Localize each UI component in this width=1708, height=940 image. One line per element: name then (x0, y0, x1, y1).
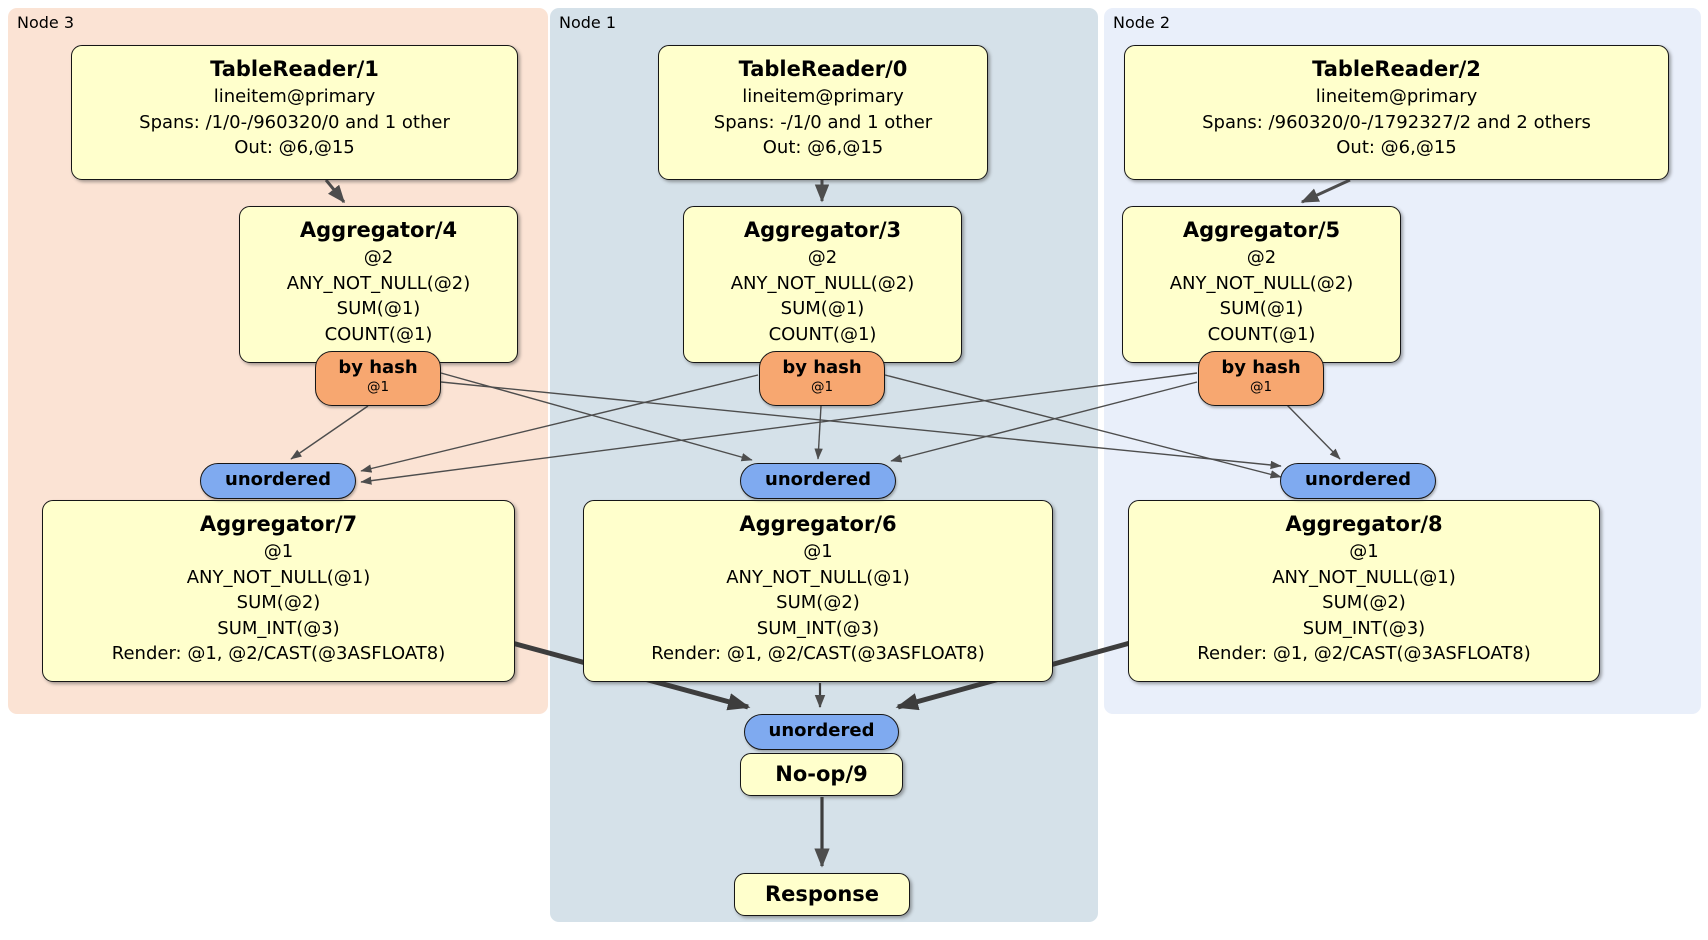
processor-detail: Spans: -/1/0 and 1 other (713, 111, 933, 133)
processor-detail: ANY_NOT_NULL(@1) (726, 566, 910, 588)
processor-response: Response (734, 873, 910, 916)
sync-label: unordered (768, 720, 875, 741)
processor-detail: SUM(@1) (1219, 298, 1304, 319)
processor-detail: lineitem@primary (742, 86, 904, 107)
processor-detail: Out: @6,@15 (1336, 137, 1457, 158)
processor-tablereader-0: TableReader/0 lineitem@primary Spans: -/… (658, 45, 988, 180)
processor-detail: @2 (1246, 247, 1277, 268)
processor-title: Aggregator/6 (739, 512, 897, 536)
processor-title: Aggregator/3 (743, 218, 902, 242)
router-key: @1 (1249, 379, 1273, 395)
processor-detail: SUM_INT(@3) (217, 617, 340, 639)
processor-title: Aggregator/5 (1182, 218, 1341, 242)
processor-title: Aggregator/4 (299, 218, 458, 242)
processor-detail: lineitem@primary (1315, 86, 1478, 107)
processor-tablereader-2: TableReader/2 lineitem@primary Spans: /9… (1124, 45, 1669, 180)
processor-detail: ANY_NOT_NULL(@2) (1169, 272, 1354, 294)
processor-detail: Out: @6,@15 (234, 137, 355, 158)
processor-detail: ANY_NOT_NULL(@1) (186, 566, 371, 588)
processor-aggregator-5: Aggregator/5 @2 ANY_NOT_NULL(@2) SUM(@1)… (1122, 206, 1401, 363)
processor-detail: ANY_NOT_NULL(@2) (286, 272, 471, 294)
processor-aggregator-3: Aggregator/3 @2 ANY_NOT_NULL(@2) SUM(@1)… (683, 206, 962, 363)
processor-detail: SUM_INT(@3) (756, 617, 880, 639)
processor-detail: SUM(@2) (1322, 592, 1406, 613)
processor-tablereader-1: TableReader/1 lineitem@primary Spans: /1… (71, 45, 518, 180)
processor-detail: Render: @1, @2/CAST(@3ASFLOAT8) (1197, 643, 1531, 664)
router-by-hash-node3: by hash @1 (315, 351, 441, 406)
processor-aggregator-4: Aggregator/4 @2 ANY_NOT_NULL(@2) SUM(@1)… (239, 206, 518, 363)
processor-detail: Spans: /1/0-/960320/0 and 1 other (139, 111, 450, 133)
sync-unordered-final: unordered (744, 714, 899, 750)
processor-detail: ANY_NOT_NULL(@1) (1272, 566, 1456, 588)
router-label: by hash (782, 357, 862, 378)
processor-detail: @2 (363, 247, 394, 268)
processor-detail: Spans: /960320/0-/1792327/2 and 2 others (1202, 111, 1591, 133)
sync-unordered-node2: unordered (1280, 463, 1436, 499)
sync-unordered-node1: unordered (740, 463, 896, 499)
router-label: by hash (1221, 357, 1301, 378)
processor-detail: Render: @1, @2/CAST(@3ASFLOAT8) (111, 643, 446, 664)
processor-detail: @1 (263, 541, 294, 562)
region-label-node2: Node 2 (1113, 13, 1171, 32)
processor-detail: Out: @6,@15 (762, 137, 884, 158)
router-key: @1 (810, 379, 834, 395)
processor-title: Response (764, 882, 880, 906)
processor-detail: SUM(@2) (236, 592, 321, 613)
processor-aggregator-7: Aggregator/7 @1 ANY_NOT_NULL(@1) SUM(@2)… (42, 500, 515, 682)
processor-detail: SUM_INT(@3) (1302, 617, 1426, 639)
processor-detail: ANY_NOT_NULL(@2) (730, 272, 915, 294)
processor-detail: COUNT(@1) (768, 323, 877, 345)
processor-noop-9: No-op/9 (740, 753, 903, 796)
region-label-node3: Node 3 (17, 13, 75, 32)
sync-label: unordered (225, 469, 331, 490)
processor-detail: COUNT(@1) (1207, 323, 1316, 345)
sync-label: unordered (765, 469, 871, 490)
sync-unordered-node3: unordered (200, 463, 356, 499)
processor-title: Aggregator/7 (199, 512, 358, 536)
sync-label: unordered (1305, 469, 1411, 490)
processor-detail: SUM(@1) (780, 298, 865, 319)
processor-detail: SUM(@2) (776, 592, 860, 613)
router-by-hash-node2: by hash @1 (1198, 351, 1324, 406)
region-label-node1: Node 1 (559, 13, 617, 32)
processor-detail: SUM(@1) (336, 298, 421, 319)
processor-detail: Render: @1, @2/CAST(@3ASFLOAT8) (651, 643, 985, 664)
processor-aggregator-6: Aggregator/6 @1 ANY_NOT_NULL(@1) SUM(@2)… (583, 500, 1053, 682)
processor-title: TableReader/0 (738, 57, 908, 81)
processor-detail: lineitem@primary (213, 86, 376, 107)
router-label: by hash (338, 357, 418, 378)
processor-title: No-op/9 (775, 762, 868, 786)
router-key: @1 (366, 379, 390, 395)
processor-detail: @2 (807, 247, 838, 268)
processor-title: TableReader/2 (1312, 57, 1481, 81)
processor-detail: @1 (1349, 541, 1379, 562)
processor-title: TableReader/1 (210, 57, 379, 81)
processor-detail: @1 (803, 541, 833, 562)
processor-aggregator-8: Aggregator/8 @1 ANY_NOT_NULL(@1) SUM(@2)… (1128, 500, 1600, 682)
router-by-hash-node1: by hash @1 (759, 351, 885, 406)
processor-title: Aggregator/8 (1285, 512, 1443, 536)
processor-detail: COUNT(@1) (324, 323, 433, 345)
